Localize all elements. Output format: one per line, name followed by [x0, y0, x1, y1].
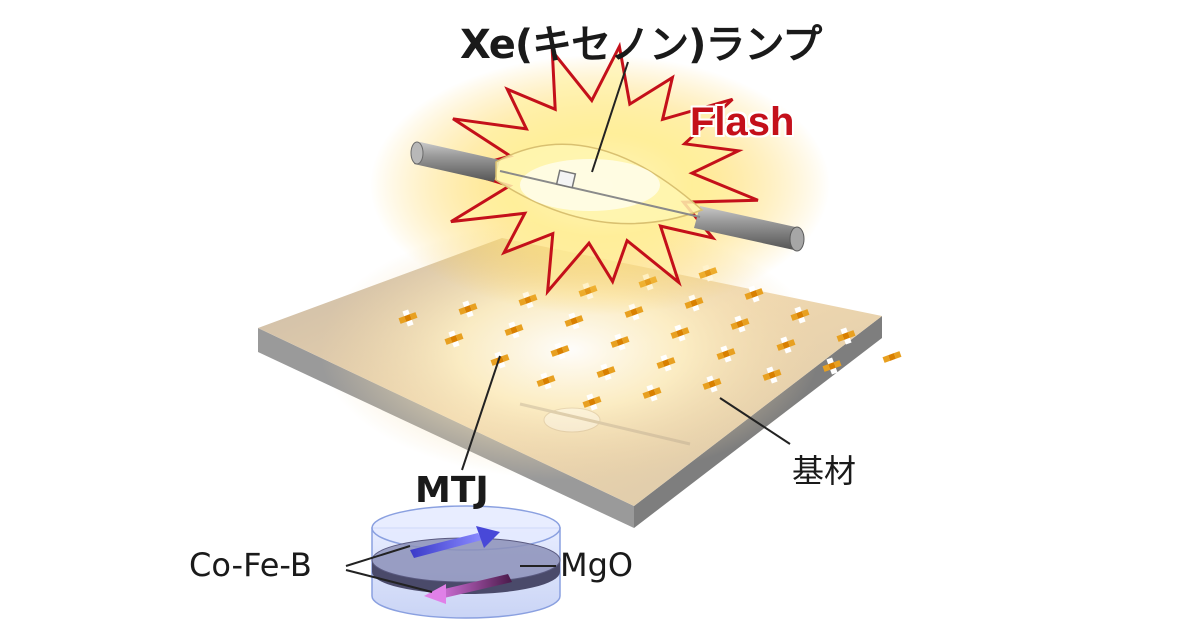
mtj-detail: [346, 506, 560, 618]
lamp-rod-left-cap: [411, 142, 423, 164]
substrate-label: 基材: [792, 446, 856, 492]
flash-label: Flash: [690, 100, 794, 145]
mtj-label: MTJ: [415, 470, 489, 511]
mgo-label: MgO: [560, 546, 633, 584]
lamp-rod-right-cap: [790, 227, 804, 251]
lamp-electrode: [557, 170, 576, 187]
mgo-layer-top: [372, 538, 560, 582]
lamp-label: Xe(キセノン)ランプ: [460, 12, 821, 70]
cofeb-label: Co-Fe-B: [189, 546, 312, 584]
mtj-cell: [883, 348, 902, 365]
